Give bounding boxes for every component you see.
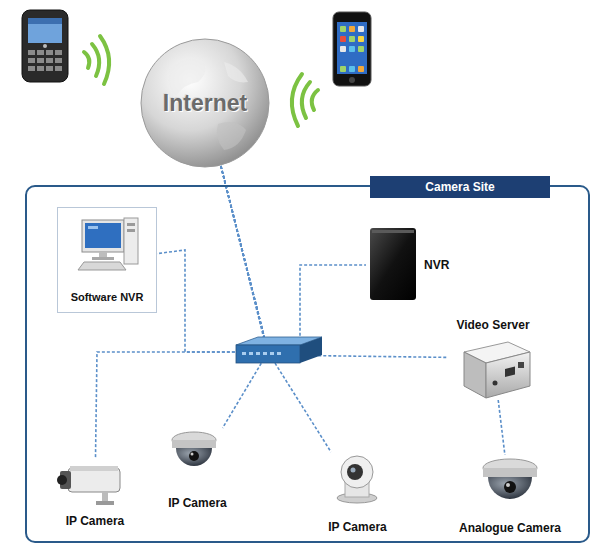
dome-camera (483, 459, 537, 499)
site-heading: Camera Site (370, 176, 550, 198)
camera-node: IP Camera (50, 458, 140, 528)
dome-camera (172, 432, 216, 466)
node-label: Video Server (448, 318, 538, 332)
computer-icon (78, 218, 138, 270)
network-link (221, 166, 268, 428)
node-label: NVR (424, 258, 464, 272)
node-label: IP Camera (50, 514, 140, 528)
wireless-signal (84, 36, 109, 84)
cloud-globe: Internet (140, 38, 270, 168)
camera-node: Analogue Camera (440, 455, 580, 537)
network-link (157, 166, 268, 352)
wireless-signal (292, 74, 318, 126)
smartphone (333, 12, 371, 86)
camera-node: IP Camera (155, 428, 240, 512)
node-label: Analogue Camera (440, 521, 580, 535)
network-link (498, 400, 505, 455)
node-label: Internet (140, 90, 270, 116)
nvr-device (370, 228, 416, 300)
network-link (221, 166, 331, 452)
site-boundary: Camera SiteSoftware NVRNVRVideo ServerIP… (25, 185, 590, 543)
node-label: IP Camera (155, 496, 240, 510)
smartphone (22, 10, 68, 82)
node-label: Software NVR (58, 290, 156, 304)
ptz-camera (337, 456, 377, 503)
nvr-node: NVR (366, 226, 466, 304)
software-box: Software NVR (57, 207, 157, 313)
video-server-device (464, 342, 530, 398)
network-link (96, 166, 269, 458)
bullet-camera (57, 466, 120, 505)
video-server-node: Video Server (448, 316, 538, 400)
node-label: IP Camera (310, 520, 405, 534)
camera-node: IP Camera (310, 452, 405, 536)
network-link (221, 166, 366, 352)
